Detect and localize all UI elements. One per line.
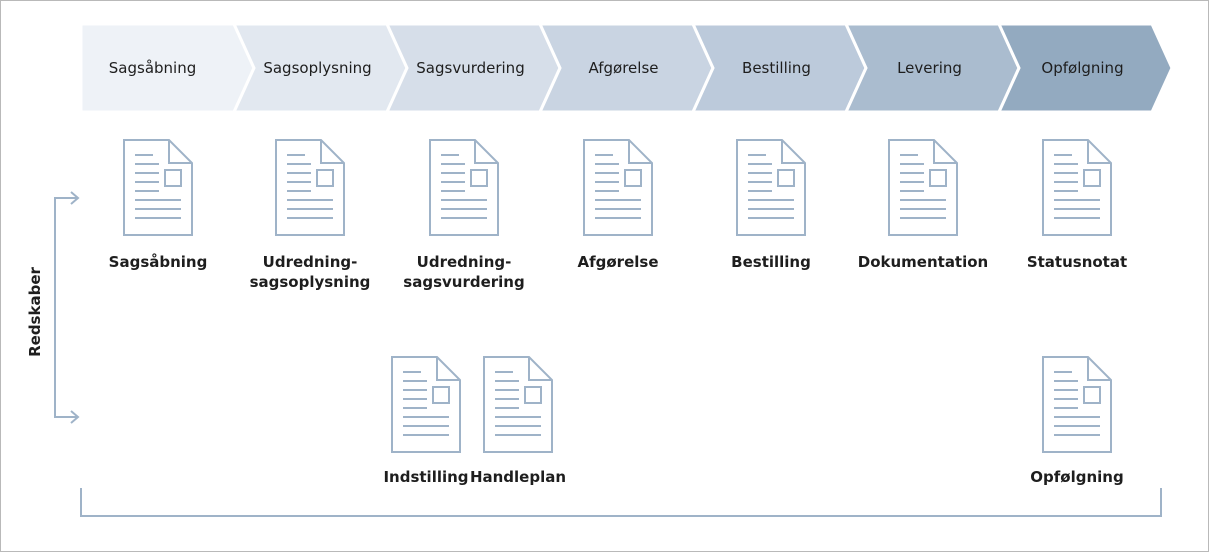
process-step-5: Bestilling xyxy=(690,22,868,114)
document-label: Indstilling xyxy=(383,468,469,486)
process-step-7: Opfølgning xyxy=(996,22,1174,114)
document-label: Udredning- sagsoplysning xyxy=(249,253,371,291)
document-label: Statusnotat xyxy=(1026,253,1128,271)
step-label: Sagsvurdering xyxy=(416,59,524,77)
document-label: Dokumentation xyxy=(857,253,989,271)
document-icon xyxy=(888,139,958,236)
document-icon xyxy=(391,356,461,453)
process-step-6: Levering xyxy=(843,22,1021,114)
step-label: Sagsoplysning xyxy=(263,59,371,77)
document-icon xyxy=(583,139,653,236)
bottom-bracket xyxy=(80,488,1162,517)
process-step-3: Sagsvurdering xyxy=(384,22,562,114)
document-icon xyxy=(429,139,499,236)
document-label: Sagsåbning xyxy=(108,253,208,271)
process-step-4: Afgørelse xyxy=(537,22,715,114)
document-label: Afgørelse xyxy=(577,253,659,271)
side-label-redskaber: Redskaber xyxy=(26,267,44,357)
process-step-1: Sagsåbning xyxy=(79,22,256,114)
step-chevron xyxy=(996,22,1174,114)
document-icon xyxy=(1042,356,1112,453)
document-icon xyxy=(483,356,553,453)
document-icon xyxy=(123,139,193,236)
process-step-2: Sagsoplysning xyxy=(231,22,409,114)
step-label: Afgørelse xyxy=(589,59,659,77)
document-label: Opfølgning xyxy=(1030,468,1124,486)
document-icon xyxy=(736,139,806,236)
document-label: Udredning- sagsvurdering xyxy=(403,253,525,291)
step-label: Sagsåbning xyxy=(109,59,196,77)
document-label: Bestilling xyxy=(731,253,811,271)
side-bracket xyxy=(54,191,80,424)
step-label: Opfølgning xyxy=(1041,59,1123,77)
step-label: Bestilling xyxy=(742,59,811,77)
step-label: Levering xyxy=(897,59,962,77)
document-label: Handleplan xyxy=(469,468,567,486)
document-icon xyxy=(275,139,345,236)
document-icon xyxy=(1042,139,1112,236)
